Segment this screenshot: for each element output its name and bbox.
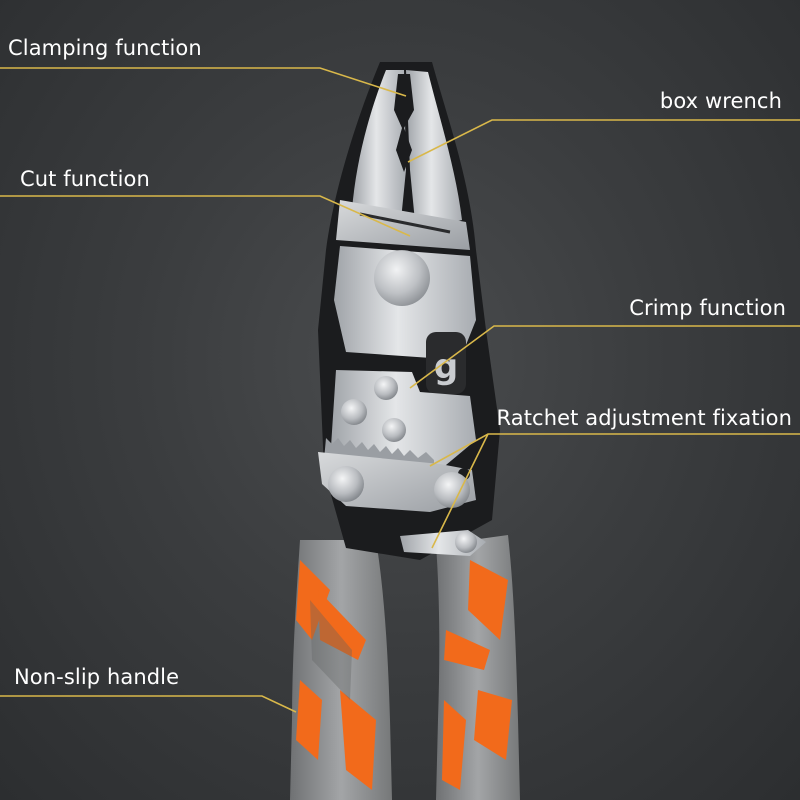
rivet-upper — [374, 376, 398, 400]
leader-line-box — [407, 119, 800, 163]
leader-line-clamping — [0, 67, 407, 97]
leader-line-handle — [0, 695, 297, 713]
rivet-lever — [455, 531, 477, 553]
callout-non-slip-handle: Non-slip handle — [14, 665, 180, 689]
leader-line-crimp — [409, 325, 800, 389]
rivet-middle — [382, 418, 406, 442]
right-handle — [436, 535, 520, 800]
leader-line-ratchet-lever — [431, 433, 489, 549]
callout-crimp-function: Crimp function — [629, 296, 786, 320]
callout-ratchet-adjustment: Ratchet adjustment fixation — [496, 406, 792, 430]
callout-clamping-function: Clamping function — [8, 36, 202, 60]
pliers-head: g — [318, 62, 500, 560]
rivet-pivot-right — [434, 472, 470, 508]
rivet-left — [341, 399, 367, 425]
rivet-pivot-left — [328, 466, 364, 502]
callout-cut-function: Cut function — [20, 167, 150, 191]
left-handle — [290, 540, 392, 800]
rivets — [328, 376, 477, 553]
leader-lines — [0, 67, 800, 713]
callout-box-wrench: box wrench — [659, 89, 782, 113]
leader-line-cut — [0, 195, 411, 237]
